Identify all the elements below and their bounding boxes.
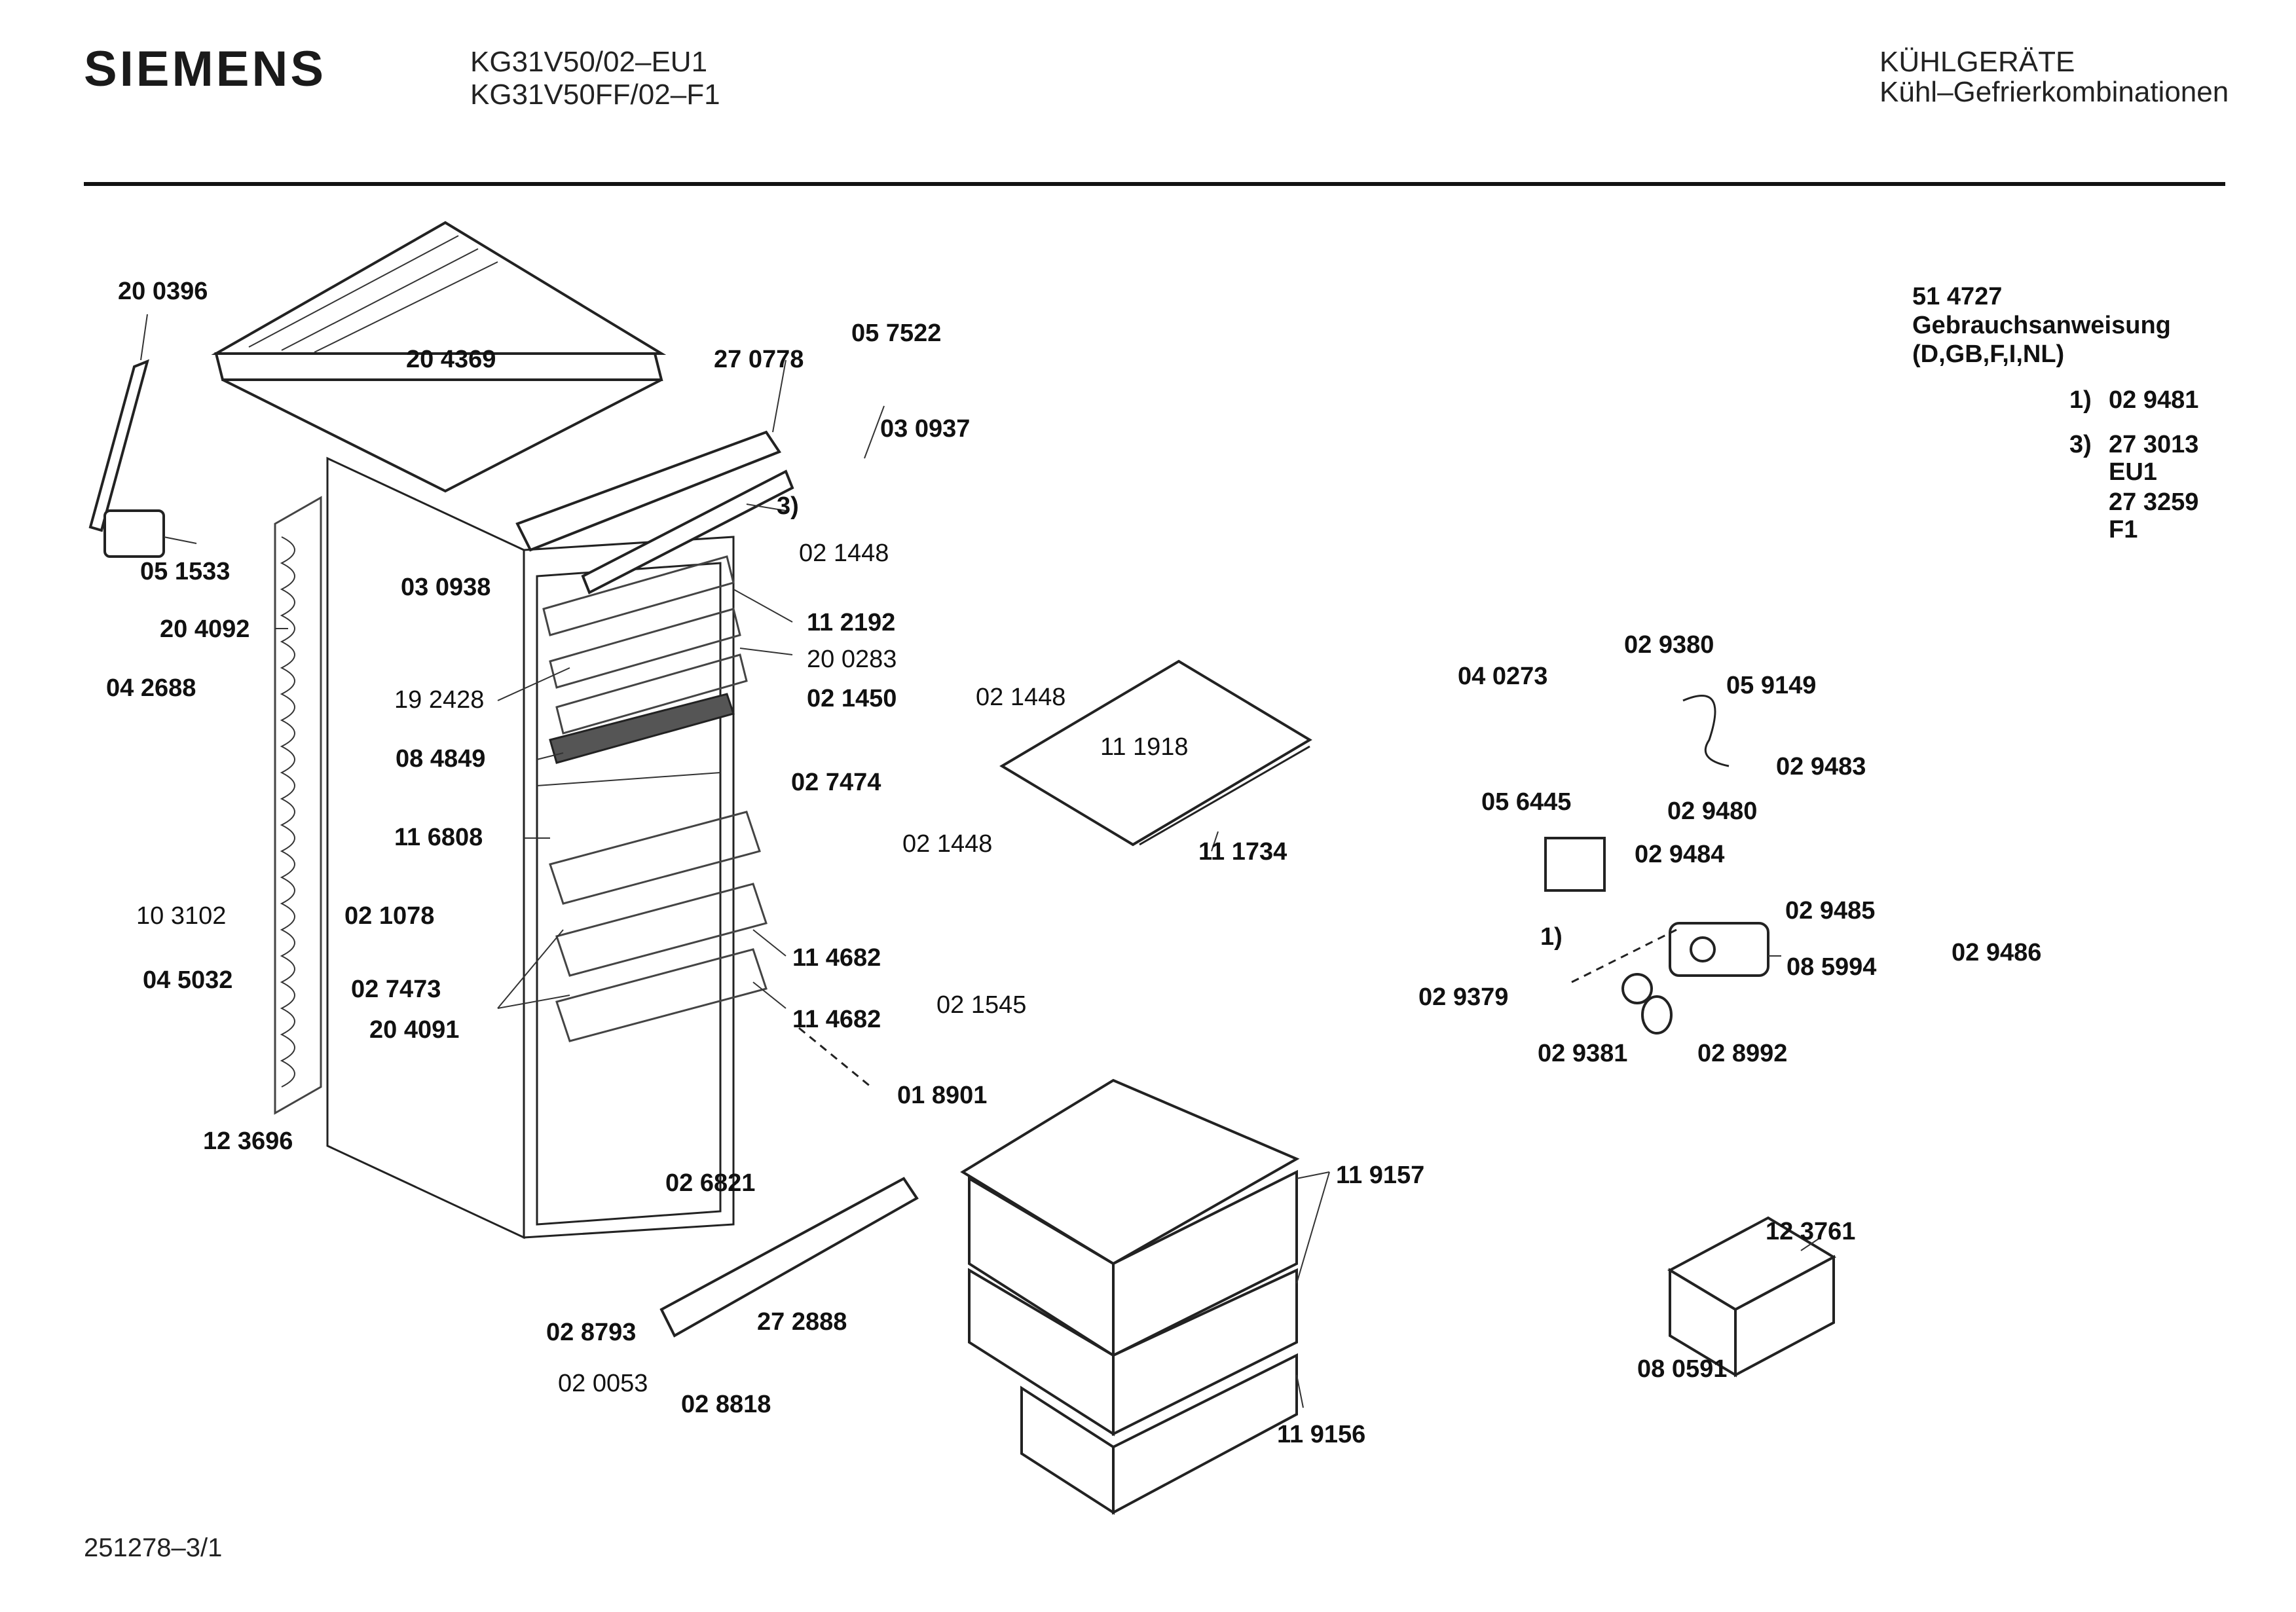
control-panel-part [515,430,782,552]
part-label-020053: 02 0053 [558,1370,648,1397]
glass-shelves [542,555,748,764]
part-label-204092: 20 4092 [160,615,250,643]
manual-title: Gebrauchsanweisung [1912,312,2171,339]
leader-lines [140,314,1821,1408]
top-cover-part [211,221,667,493]
part-label-204369: 20 4369 [406,346,496,373]
part-label-114682-upper: 11 4682 [792,944,881,972]
part-label-051533: 05 1533 [140,558,231,585]
thermostat-assembly [1544,695,1769,1035]
note-1-part: 02 9481 [2109,386,2199,414]
part-label-119156: 11 9156 [1277,1421,1366,1448]
category-subtitle: Kühl–Gefrierkombinationen [1879,76,2229,108]
part-label-116808: 11 6808 [394,824,483,851]
glass-plate-edge-part [1139,745,1310,846]
part-label-027473: 02 7473 [351,976,441,1003]
part-label-272888: 27 2888 [757,1308,847,1336]
ice-tray [1667,1216,1837,1378]
part-label-029484: 02 9484 [1635,841,1725,868]
part-label-030938: 03 0938 [401,574,491,601]
document-number: 251278–3/1 [84,1533,223,1562]
cabinet-body [326,456,735,1239]
part-label-123696: 12 3696 [203,1127,293,1155]
part-label-080591: 08 0591 [1637,1355,1728,1383]
part-label-200396: 20 0396 [118,278,208,305]
part-label-085994: 08 5994 [1787,953,1877,981]
part-label-029486: 02 9486 [1952,939,2042,966]
note-1-marker: 1) [2069,386,2092,414]
part-label-021448-mid: 02 1448 [976,684,1066,711]
part-label-111734: 11 1734 [1198,838,1287,866]
part-label-029483: 02 9483 [1776,753,1866,780]
model-number-f1: KG31V50FF/02–F1 [470,79,720,111]
model-number-eu1: KG31V50/02–EU1 [470,46,708,78]
part-label-027474: 02 7474 [791,769,881,796]
part-label-030937: 03 0937 [880,415,971,443]
manual-languages: (D,GB,F,I,NL) [1912,340,2065,368]
part-label-040273: 04 0273 [1458,663,1548,690]
note-3-part-a: 27 3013 [2109,431,2199,458]
part-label-119157: 11 9157 [1336,1162,1425,1189]
part-label-123761: 12 3761 [1766,1218,1856,1245]
manual-number: 51 4727 [1912,283,2003,310]
bottom-grille-part [659,1177,919,1338]
note-3-part-b: 27 3259 [2109,488,2199,516]
part-label-270778: 27 0778 [714,346,804,373]
marker-1: 1) [1540,923,1563,951]
part-label-045032: 04 5032 [143,966,233,994]
category-title: KÜHLGERÄTE [1879,46,2075,78]
part-label-103102: 10 3102 [136,902,227,930]
part-label-021078: 02 1078 [344,902,435,930]
part-label-042688: 04 2688 [106,674,196,702]
part-label-029480: 02 9480 [1667,797,1758,825]
part-label-028793: 02 8793 [546,1319,637,1346]
part-label-021448-low: 02 1448 [902,830,993,858]
condenser-coil-part [274,496,322,1115]
part-label-029485: 02 9485 [1785,897,1876,925]
part-label-112192: 11 2192 [807,609,896,636]
note-3-variant-a: EU1 [2109,458,2157,486]
thermostat-dash-line [1571,928,1677,983]
note-3-variant-b: F1 [2109,516,2138,543]
part-label-018901: 01 8901 [897,1082,988,1109]
handle-cover-part [103,509,165,558]
part-label-200283: 20 0283 [807,646,897,673]
wire-racks [549,811,768,1042]
part-label-114682-lower: 11 4682 [792,1006,881,1033]
header-divider [84,182,2225,186]
part-label-029380: 02 9380 [1624,631,1714,659]
part-label-084849: 08 4849 [396,745,486,773]
part-label-026821: 02 6821 [665,1169,756,1197]
part-label-192428: 19 2428 [394,686,485,714]
part-label-204091: 20 4091 [369,1016,460,1044]
part-label-029379: 02 9379 [1418,983,1509,1011]
glass-plate-part [999,659,1312,847]
part-label-059149: 05 9149 [1726,672,1817,699]
part-label-021448-top: 02 1448 [799,540,889,567]
part-label-028992: 02 8992 [1697,1040,1788,1067]
part-label-056445: 05 6445 [1481,788,1572,816]
part-label-028818: 02 8818 [681,1391,771,1418]
note-3-marker: 3) [2069,431,2092,458]
door-strip-part [88,359,149,532]
part-label-029381: 02 9381 [1538,1040,1628,1067]
part-label-021450: 02 1450 [807,685,897,712]
part-label-111918: 11 1918 [1100,733,1189,761]
part-label-057522: 05 7522 [851,320,942,347]
brand-logo: SIEMENS [84,41,327,97]
panel-trim-part [581,469,794,595]
part-label-021545: 02 1545 [936,991,1027,1019]
marker-3: 3) [777,492,799,520]
screw-dash-line [798,1027,872,1088]
crisper-drawers [960,1078,1300,1515]
